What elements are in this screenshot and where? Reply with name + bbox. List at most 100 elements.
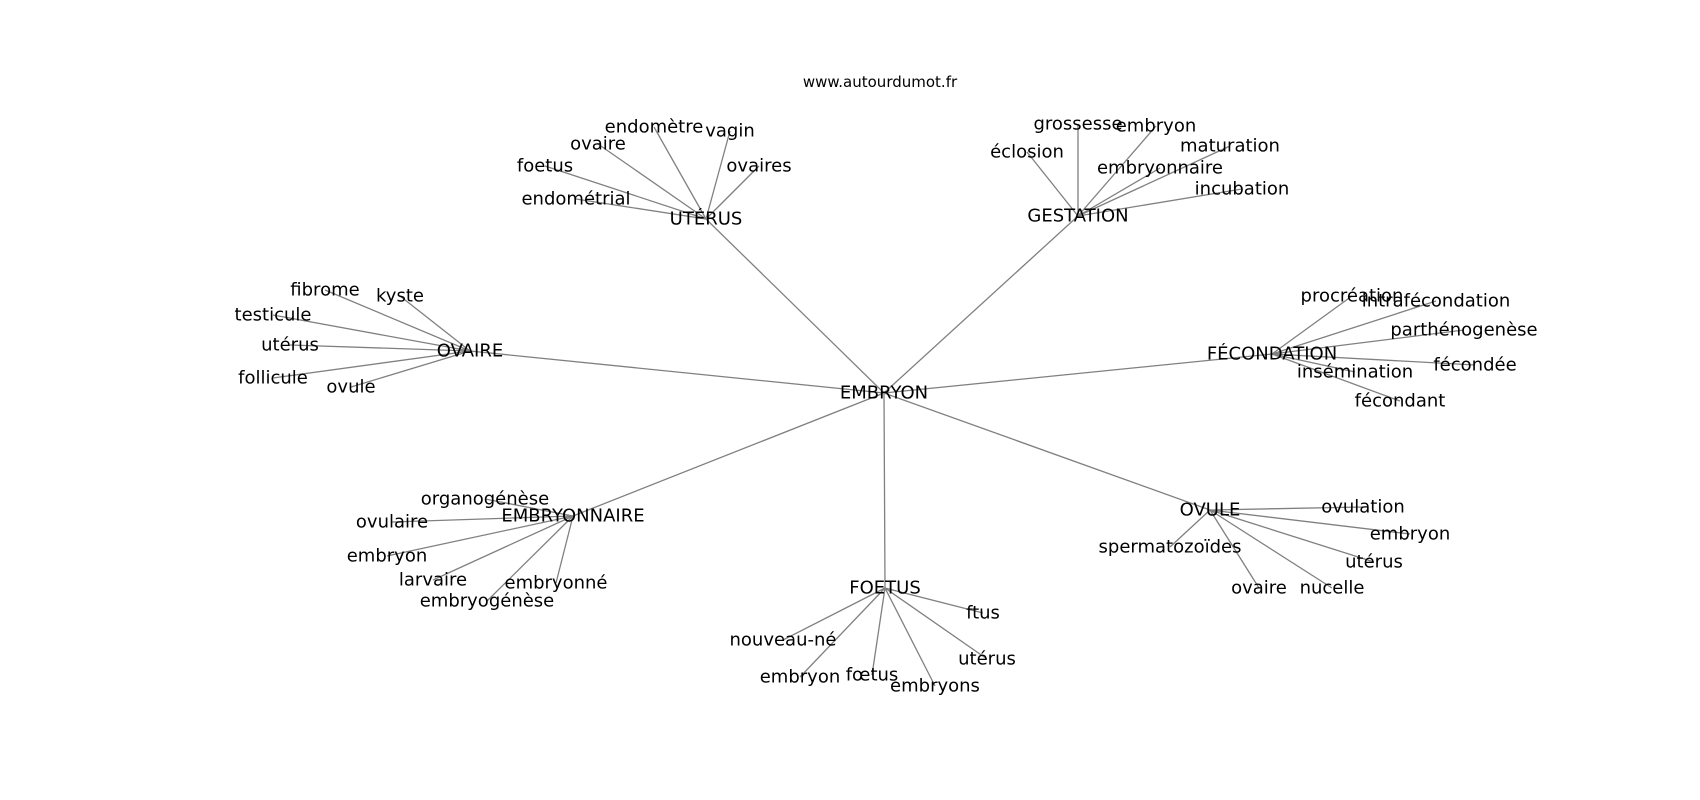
edge-fecondation-fecondee (1271, 353, 1476, 366)
leaf-node-fecondation-parthenogenese: parthénogenèse (1390, 320, 1537, 341)
edge-gestation-maturation (1077, 145, 1231, 217)
edge-embryonnaire-embryogenese (486, 515, 574, 602)
leaf-node-foetus-ftus: ftus (966, 603, 1000, 624)
edge-embryonnaire-ovulaire (391, 515, 574, 523)
edge-ovule-nucelle (1209, 509, 1333, 589)
edge-foetus-uterus (884, 587, 988, 660)
leaf-node-ovaire-testicule: testicule (235, 305, 312, 326)
leaf-node-fecondation-intrafecondation: intrafécondation (1362, 291, 1511, 312)
leaf-node-uterus-vagin: vagin (705, 121, 755, 142)
leaf-node-embryonnaire-embryon: embryon (347, 546, 428, 567)
edge-embryonnaire-organogenese (484, 498, 574, 517)
leaf-node-ovule-uterus: utérus (1345, 552, 1403, 573)
leaf-node-uterus-endometrial: endométrial (521, 189, 630, 210)
leaf-node-gestation-embryonnaire: embryonnaire (1097, 158, 1223, 179)
leaf-node-uterus-ovaires: ovaires (726, 156, 791, 177)
edge-foetus-embryon (799, 587, 886, 678)
leaf-node-ovaire-fibrome: fibrome (290, 280, 359, 301)
edge-center-ovule (883, 392, 1211, 511)
edge-ovaire-follicule (272, 350, 471, 379)
leaf-node-embryonnaire-larvaire: larvaire (399, 570, 467, 591)
edge-foetus-ftus (884, 587, 984, 614)
group-node-uterus: UTÉRUS (670, 208, 743, 230)
edge-ovule-spermatozoides (1169, 509, 1211, 548)
edge-uterus-endometrial (575, 198, 707, 220)
leaf-node-gestation-incubation: incubation (1195, 179, 1290, 200)
edge-fecondation-fecondant (1271, 353, 1401, 402)
edge-foetus-embryons (884, 587, 936, 687)
edge-fecondation-parthenogenese (1271, 329, 1465, 355)
edge-center-uterus (705, 218, 885, 394)
edge-gestation-embryon (1077, 125, 1157, 217)
leaf-node-gestation-eclosion: éclosion (990, 142, 1064, 163)
group-node-fecondation: FÉCONDATION (1207, 343, 1337, 365)
leaf-node-ovule-spermatozoides: spermatozoïdes (1099, 537, 1242, 558)
leaf-node-embryonnaire-embryonne: embryonné (505, 573, 608, 594)
group-node-gestation: GESTATION (1027, 206, 1128, 227)
edge-embryonnaire-embryon (386, 515, 574, 557)
leaf-node-fecondation-fecondee: fécondée (1433, 355, 1516, 376)
leaf-node-fecondation-insemination: insémination (1297, 362, 1413, 383)
edge-ovaire-ovule (350, 350, 471, 388)
edge-fecondation-insemination (1271, 353, 1356, 373)
group-node-foetus: FOETUS (849, 578, 921, 599)
group-node-ovaire: OVAIRE (437, 341, 504, 362)
edge-gestation-eclosion (1026, 151, 1079, 217)
leaf-node-ovule-embryon: embryon (1370, 524, 1451, 545)
edge-uterus-foetus (544, 165, 707, 220)
edge-ovule-ovaire (1209, 509, 1260, 589)
group-node-ovule: OVULE (1180, 500, 1241, 521)
center-node-label: EMBRYON (840, 383, 928, 404)
edge-ovule-uterus (1209, 509, 1375, 563)
leaf-node-ovaire-ovule: ovule (326, 377, 375, 398)
leaf-node-foetus-foetus: fœtus (846, 665, 899, 686)
edge-center-gestation (883, 215, 1079, 394)
leaf-node-ovaire-follicule: follicule (238, 368, 308, 389)
edge-center-foetus (883, 392, 886, 589)
leaf-node-ovule-nucelle: nucelle (1300, 578, 1365, 599)
leaf-node-uterus-endometre: endomètre (605, 117, 704, 138)
leaf-node-uterus-ovaire: ovaire (570, 134, 626, 155)
edge-fecondation-procreation (1271, 295, 1353, 355)
edge-uterus-ovaire (597, 143, 707, 220)
leaf-node-foetus-nouveau-ne: nouveau-né (730, 630, 837, 651)
leaf-node-embryonnaire-organogenese: organogénèse (421, 489, 549, 510)
edge-uterus-vagin (705, 130, 731, 220)
edge-gestation-incubation (1077, 188, 1243, 217)
leaf-node-embryonnaire-ovulaire: ovulaire (356, 512, 428, 533)
leaf-node-foetus-uterus: utérus (958, 649, 1016, 670)
leaf-node-fecondation-procreation: procréation (1301, 286, 1404, 307)
site-url: www.autourdumot.fr (803, 73, 958, 91)
leaf-node-foetus-embryons: embryons (890, 676, 980, 697)
leaf-node-ovule-ovaire: ovaire (1231, 578, 1287, 599)
edge-center-fecondation (883, 353, 1273, 394)
edges-layer (272, 124, 1476, 687)
edge-ovaire-uterus (289, 344, 471, 352)
leaf-node-gestation-grossesse: grossesse (1033, 114, 1122, 135)
edge-uterus-endometre (653, 126, 707, 220)
edge-uterus-ovaires (705, 165, 760, 220)
leaf-node-ovaire-uterus: utérus (261, 335, 319, 356)
leaf-node-gestation-maturation: maturation (1180, 136, 1280, 157)
leaf-node-ovaire-kyste: kyste (376, 286, 424, 307)
edge-ovaire-fibrome (324, 289, 471, 352)
leaf-node-foetus-embryon: embryon (760, 667, 841, 688)
edge-ovaire-kyste (399, 295, 471, 352)
edge-ovule-ovulation (1209, 506, 1364, 511)
group-node-embryonnaire: EMBRYONNAIRE (501, 506, 644, 527)
edge-center-ovaire (469, 350, 885, 394)
edge-embryonnaire-larvaire (432, 515, 574, 581)
edge-embryonnaire-embryonne (555, 515, 574, 584)
edge-foetus-nouveau-ne (782, 587, 886, 641)
leaf-node-ovule-ovulation: ovulation (1321, 497, 1405, 518)
edge-gestation-embryonnaire (1077, 167, 1161, 217)
leaf-node-fecondation-fecondant: fécondant (1355, 391, 1446, 412)
edge-fecondation-intrafecondation (1271, 300, 1437, 355)
leaf-node-gestation-embryon: embryon (1116, 116, 1197, 137)
leaf-node-embryonnaire-embryogenese: embryogénèse (420, 591, 555, 612)
edge-center-embryonnaire (572, 392, 885, 517)
edge-foetus-foetus (871, 587, 886, 676)
edge-ovule-embryon (1209, 509, 1411, 535)
